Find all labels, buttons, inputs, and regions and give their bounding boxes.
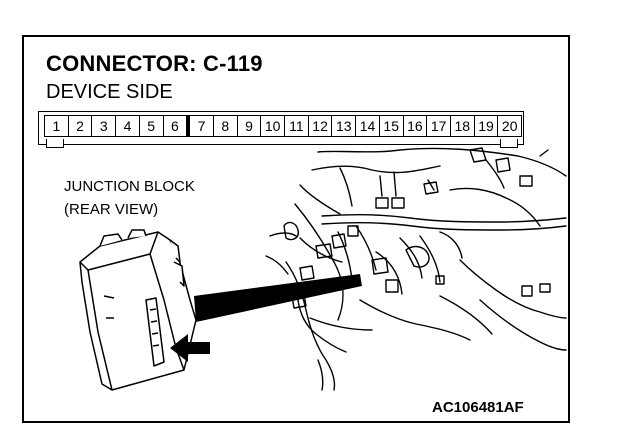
pin-14: 14 (356, 116, 380, 136)
pin-16: 16 (404, 116, 428, 136)
device-side-label: DEVICE SIDE (46, 81, 173, 103)
connector-latch-left (46, 139, 64, 148)
connector-housing (38, 111, 524, 145)
connector-title: CONNECTOR: C-119 (46, 51, 263, 76)
dashboard-wiring-drawing (265, 147, 567, 391)
pin-19: 19 (475, 116, 499, 136)
connector-arrow-icon (170, 334, 210, 362)
pin-4: 4 (116, 116, 140, 136)
pin-10: 10 (261, 116, 286, 136)
pin-11: 11 (285, 116, 309, 136)
pin-20: 20 (501, 118, 518, 134)
pin-5: 5 (140, 116, 164, 136)
pin-15: 15 (380, 116, 404, 136)
figure-code: AC106481AF (432, 399, 524, 416)
junction-block-body (79, 229, 197, 391)
pin-13: 13 (332, 116, 357, 136)
pin-7: 7 (190, 116, 214, 136)
pin-17: 17 (427, 116, 451, 136)
connector-latch-right (500, 139, 518, 148)
pin-6: 6 (164, 116, 191, 136)
pin-8: 8 (214, 116, 238, 136)
pin-3: 3 (92, 116, 117, 136)
connector-pin-row: 1 2 3 4 5 6 7 8 9 10 11 12 13 14 15 16 1… (44, 115, 522, 137)
pin-1: 1 (45, 116, 69, 136)
figure-frame (22, 35, 570, 423)
location-pointer (194, 274, 362, 322)
rear-view-label: (REAR VIEW) (64, 201, 159, 218)
pin-12: 12 (309, 116, 333, 136)
junction-block-label: JUNCTION BLOCK (64, 178, 195, 195)
pin-2: 2 (69, 116, 93, 136)
pin-18: 18 (451, 116, 475, 136)
pin-9: 9 (238, 116, 262, 136)
